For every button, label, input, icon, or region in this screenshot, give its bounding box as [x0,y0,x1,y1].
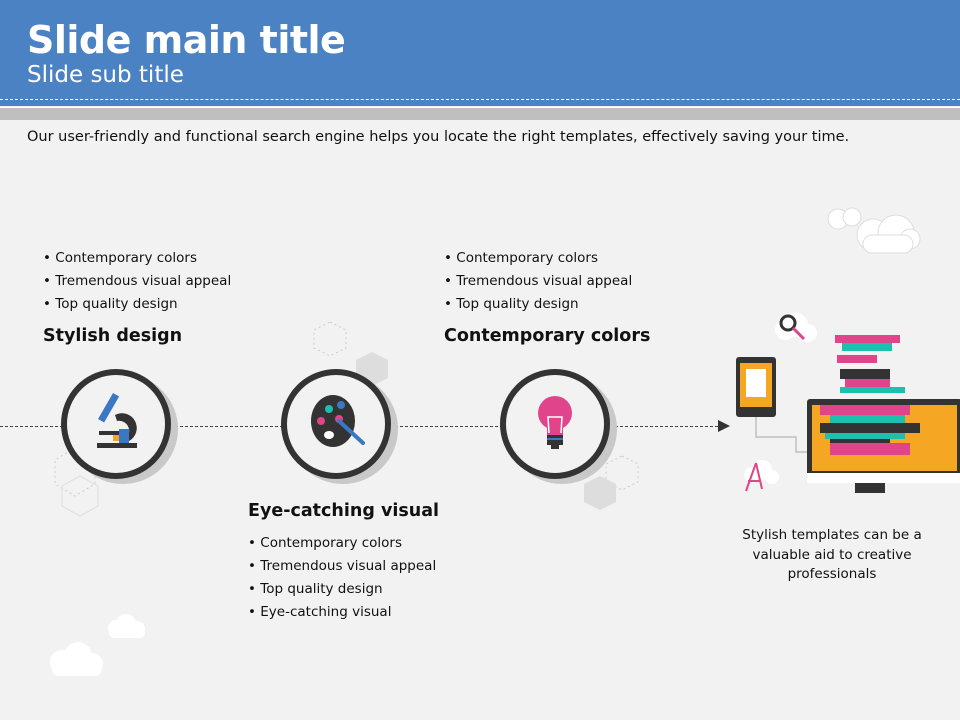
bullet-item: Top quality design [444,293,632,316]
grey-band [0,108,960,120]
bullet-item: Tremendous visual appeal [444,270,632,293]
microscope-circle [61,369,171,479]
microscope-icon [97,393,137,448]
bullet-item: Eye-catching visual [248,601,436,624]
bullet-item: Contemporary colors [444,247,632,270]
palette-icon [311,395,365,447]
bullet-list-contemporary: Contemporary colors Tremendous visual ap… [444,247,632,316]
header-bar: Slide main title Slide sub title [0,0,960,106]
page-title: Slide main title [27,18,346,62]
bullet-item: Tremendous visual appeal [248,555,436,578]
computer-illustration [736,313,960,493]
divider [0,107,960,108]
bullet-item: Top quality design [248,578,436,601]
arrow-icon [718,420,730,432]
bullet-item: Contemporary colors [248,532,436,555]
cloud-icon [827,207,921,254]
bullet-list-stylish: Contemporary colors Tremendous visual ap… [43,247,231,316]
cloud-icon [50,642,103,676]
header-divider [0,99,960,100]
heading-stylish-design: Stylish design [43,326,183,346]
page-subtitle: Slide sub title [27,62,184,88]
bullet-item: Top quality design [43,293,231,316]
palette-circle [281,369,391,479]
bullet-list-eye-catching: Contemporary colors Tremendous visual ap… [248,532,436,624]
heading-contemporary-colors: Contemporary colors [444,326,651,346]
bullet-item: Tremendous visual appeal [43,270,231,293]
bullet-item: Contemporary colors [43,247,231,270]
hexagon-decoration [584,455,639,510]
lightbulb-circle [500,369,610,479]
intro-text: Our user-friendly and functional search … [27,129,850,145]
hexagon-decoration [54,447,99,517]
lightbulb-icon [538,396,572,449]
cloud-icon [108,614,145,638]
heading-eye-catching: Eye-catching visual [248,501,440,521]
caption-text: Stylish templates can be a valuable aid … [742,527,922,582]
